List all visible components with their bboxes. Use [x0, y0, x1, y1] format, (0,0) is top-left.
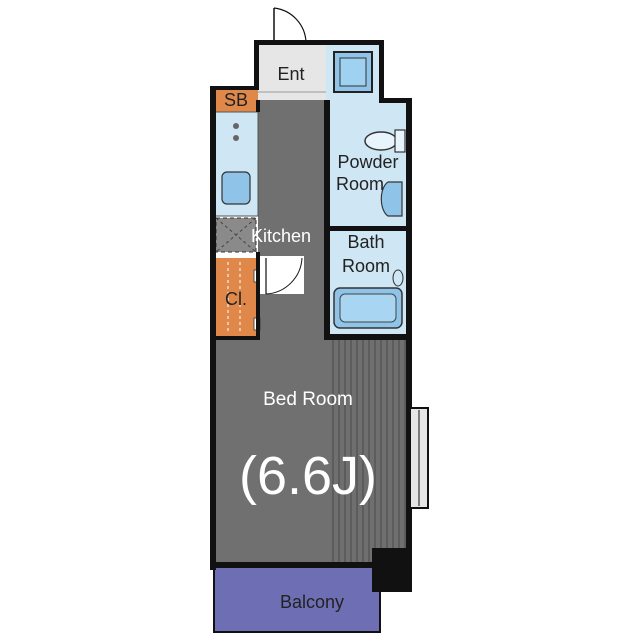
kitchen-label: Kitchen — [251, 226, 311, 246]
shoe-box — [214, 88, 258, 112]
powder-room-label-line1: Powder — [337, 152, 398, 172]
bath-faucet-icon — [392, 269, 404, 287]
washer-pan — [326, 44, 380, 100]
toilet-tank-icon — [394, 129, 406, 153]
sink-icon — [380, 181, 403, 217]
powder-room — [330, 100, 408, 228]
stove-burner-icon — [233, 135, 239, 141]
closet-label: Cl. — [225, 289, 247, 309]
powder-room-label-line2: Room — [336, 174, 384, 194]
bath-room-label-line1: Bath — [347, 232, 384, 252]
bed-room-area — [214, 100, 410, 566]
stove-burner-icon — [233, 123, 239, 129]
toilet-bowl-icon — [364, 131, 398, 151]
walls — [210, 40, 429, 592]
balcony-label: Balcony — [280, 592, 344, 612]
interior-door — [260, 256, 304, 295]
bath-room — [330, 230, 408, 334]
balcony — [213, 565, 381, 633]
bath-room-label-line2: Room — [342, 256, 390, 276]
bed-room-label: Bed Room — [263, 389, 353, 410]
shoe-box-label: SB — [224, 90, 248, 110]
entry-door — [273, 7, 307, 44]
kitchen-sink-icon — [221, 171, 251, 205]
entrance-area — [258, 44, 326, 100]
bed-room-size-label: (6.6J) — [239, 446, 377, 506]
structural-column — [372, 548, 412, 592]
entrance-label: Ent — [277, 64, 304, 84]
kitchen-counter — [213, 111, 259, 253]
